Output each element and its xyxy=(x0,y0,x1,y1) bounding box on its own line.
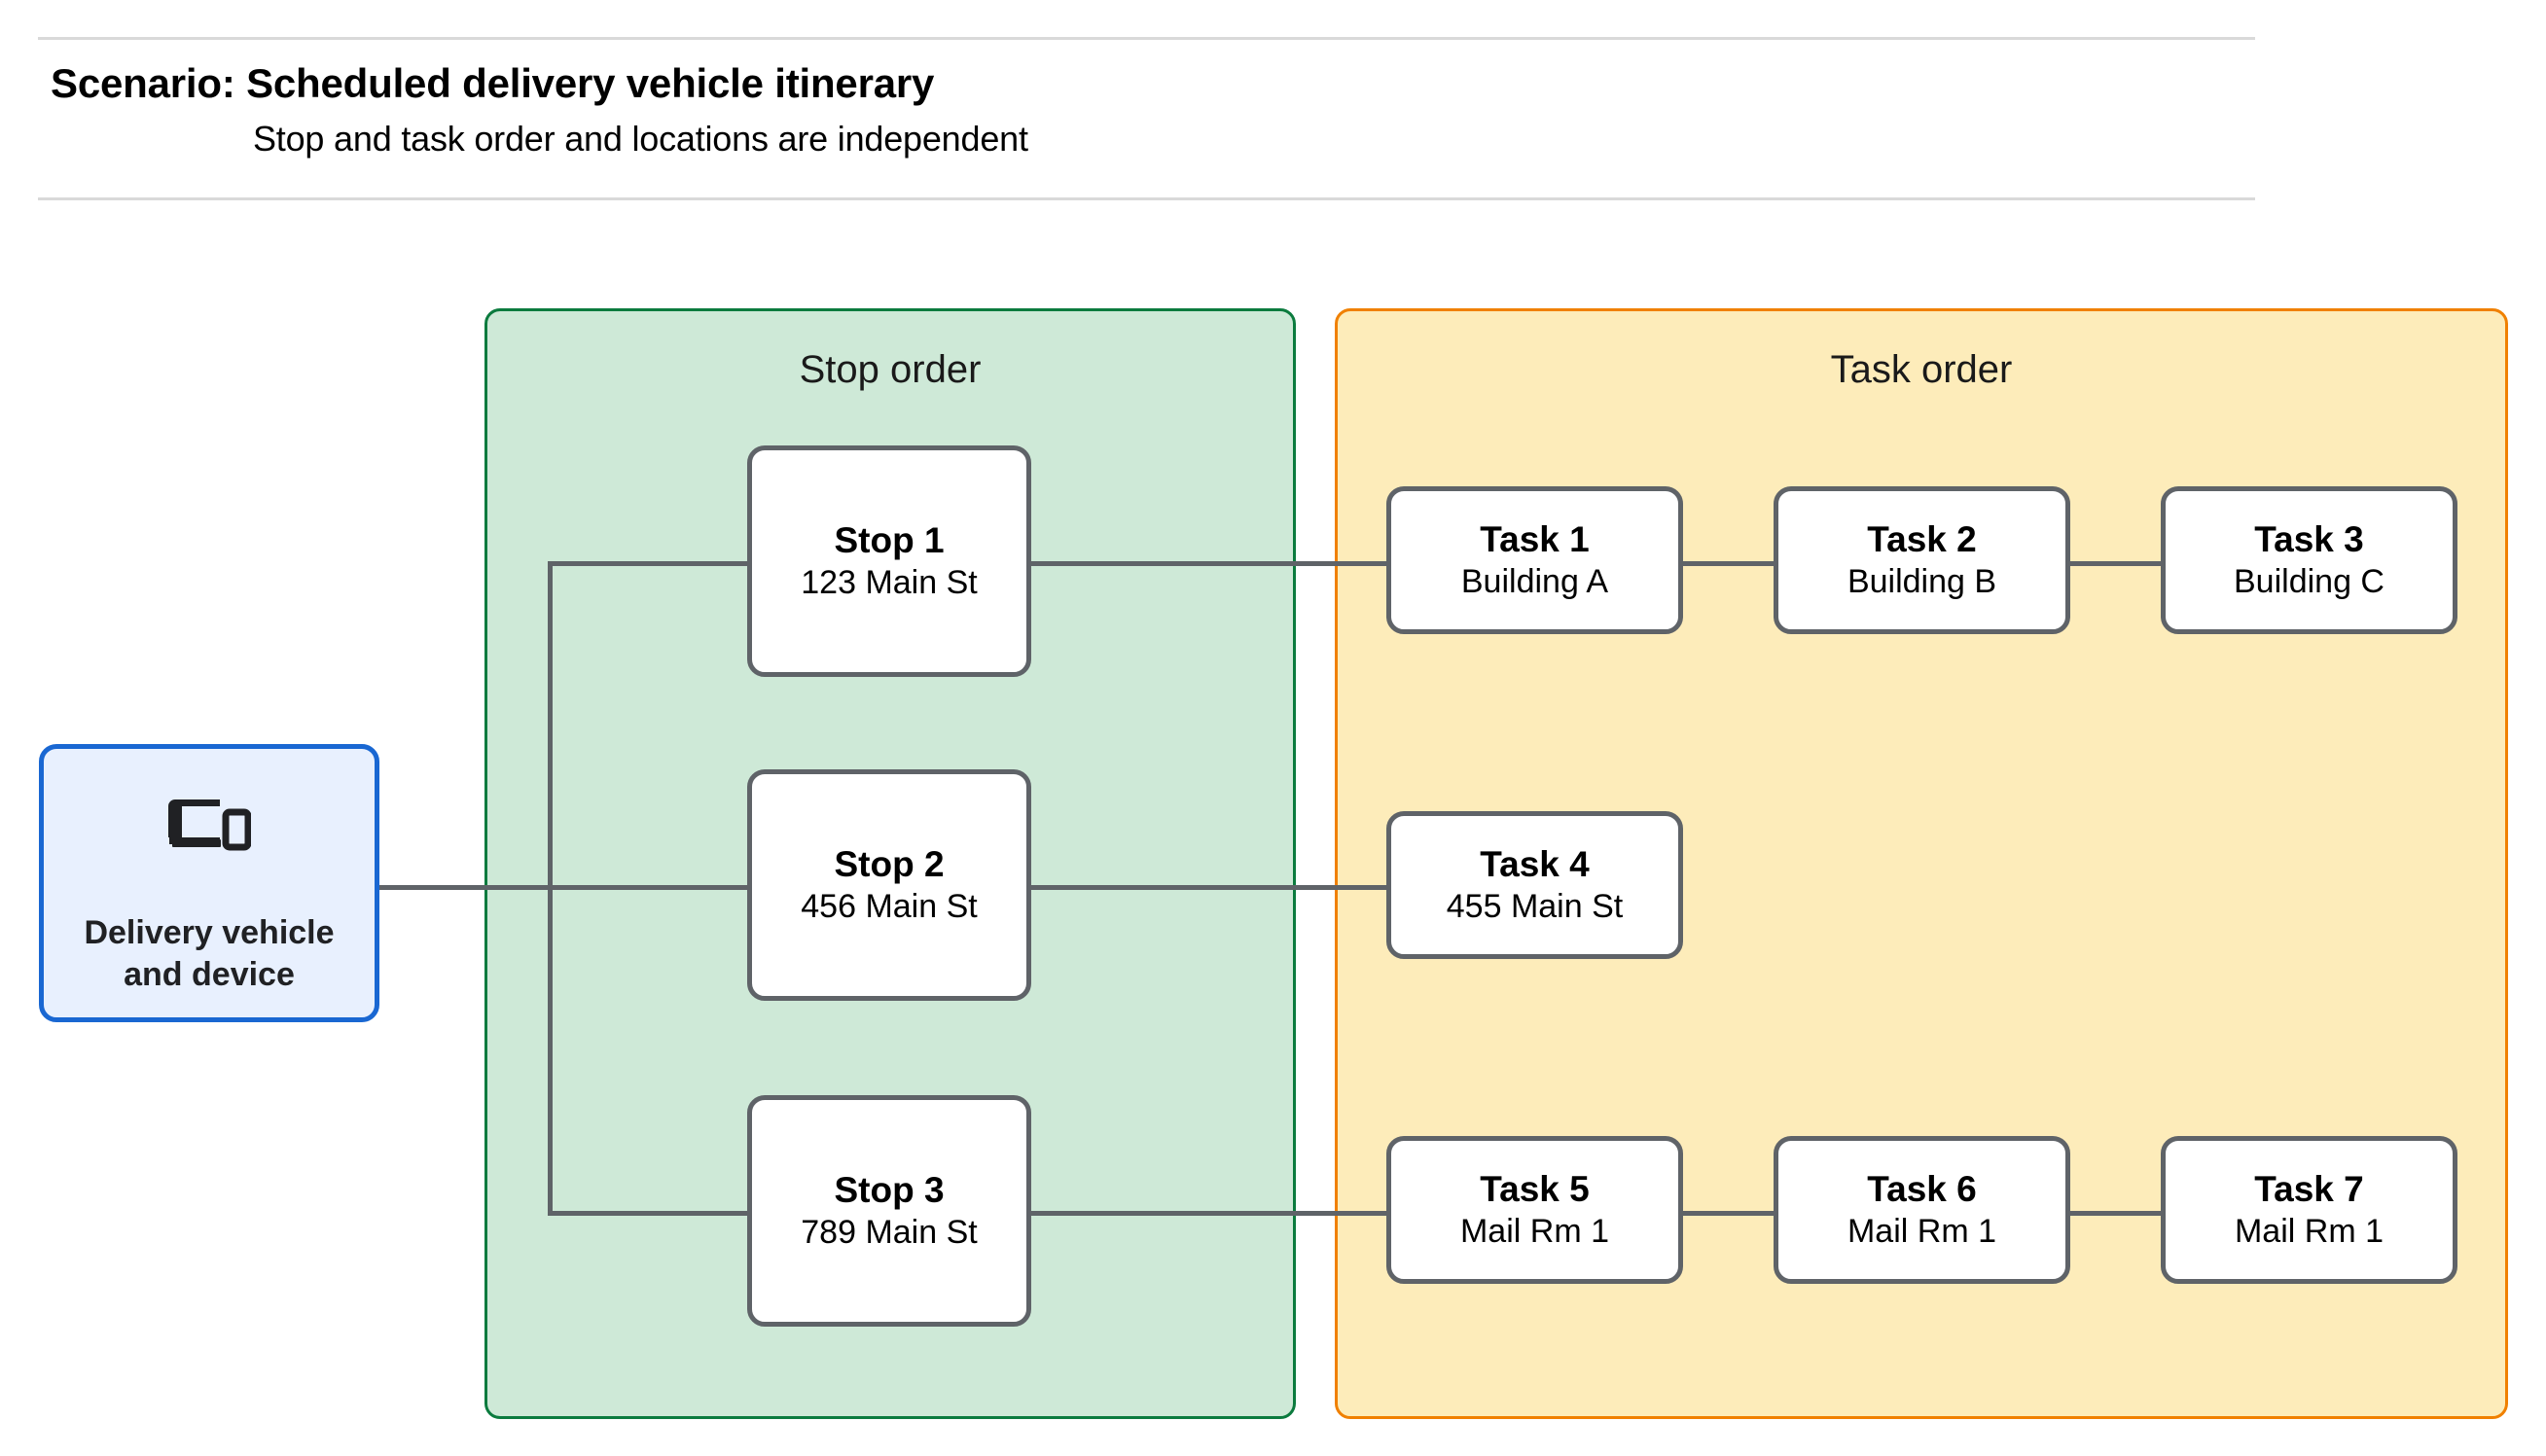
task-node-title: Task 1 xyxy=(1480,518,1590,559)
task-node-3[interactable]: Task 3 Building C xyxy=(2161,486,2457,634)
task-node-title: Task 6 xyxy=(1867,1168,1977,1209)
stop-order-title: Stop order xyxy=(799,348,982,391)
task-node-subtitle: Building C xyxy=(2234,563,2385,601)
task-node-title: Task 2 xyxy=(1867,518,1977,559)
stop-node-subtitle: 123 Main St xyxy=(801,564,978,602)
connector-task-5-to-task-6 xyxy=(1683,1211,1788,1216)
task-node-5[interactable]: Task 5 Mail Rm 1 xyxy=(1386,1136,1683,1284)
stop-node-subtitle: 456 Main St xyxy=(801,888,978,926)
connector-trunk-to-stop-2 xyxy=(548,885,750,890)
stop-node-2[interactable]: Stop 2 456 Main St xyxy=(747,769,1031,1001)
delivery-vehicle-node[interactable]: Delivery vehicle and device xyxy=(39,744,379,1022)
task-node-7[interactable]: Task 7 Mail Rm 1 xyxy=(2161,1136,2457,1284)
task-node-title: Task 7 xyxy=(2254,1168,2364,1209)
task-node-2[interactable]: Task 2 Building B xyxy=(1774,486,2070,634)
stop-node-title: Stop 3 xyxy=(834,1169,945,1210)
task-node-title: Task 4 xyxy=(1480,843,1590,884)
connector-trunk-to-stop-3 xyxy=(548,1211,750,1216)
task-node-subtitle: Mail Rm 1 xyxy=(2234,1213,2385,1251)
stop-node-title: Stop 2 xyxy=(834,843,945,884)
page-title: Scenario: Scheduled delivery vehicle iti… xyxy=(51,60,935,106)
connector-trunk-to-stop-1 xyxy=(548,561,750,566)
connector-task-2-to-task-3 xyxy=(2070,561,2175,566)
task-node-1[interactable]: Task 1 Building A xyxy=(1386,486,1683,634)
task-node-4[interactable]: Task 4 455 Main St xyxy=(1386,811,1683,959)
stop-node-subtitle: 789 Main St xyxy=(801,1214,978,1252)
task-node-title: Task 5 xyxy=(1480,1168,1590,1209)
task-node-6[interactable]: Task 6 Mail Rm 1 xyxy=(1774,1136,2070,1284)
task-node-subtitle: Building B xyxy=(1847,563,1997,601)
connector-vehicle-to-trunk xyxy=(379,885,553,890)
stop-node-3[interactable]: Stop 3 789 Main St xyxy=(747,1095,1031,1327)
connector-task-6-to-task-7 xyxy=(2070,1211,2175,1216)
connector-stop-2-to-task-4 xyxy=(1027,885,1388,890)
header-divider-bottom xyxy=(38,197,2255,200)
task-node-title: Task 3 xyxy=(2254,518,2364,559)
task-node-subtitle: 455 Main St xyxy=(1446,888,1624,926)
connector-stop-1-to-task-1 xyxy=(1027,561,1388,566)
connector-stop-3-to-task-5 xyxy=(1027,1211,1388,1216)
task-node-subtitle: Mail Rm 1 xyxy=(1847,1213,1997,1251)
task-node-subtitle: Building A xyxy=(1460,563,1609,601)
task-order-title: Task order xyxy=(1830,348,2013,391)
header-divider-top xyxy=(38,37,2255,40)
delivery-vehicle-label: Delivery vehicle and device xyxy=(84,914,335,993)
page-subtitle: Stop and task order and locations are in… xyxy=(253,119,1028,159)
connector-task-1-to-task-2 xyxy=(1683,561,1788,566)
task-node-subtitle: Mail Rm 1 xyxy=(1459,1213,1610,1251)
stop-node-title: Stop 1 xyxy=(834,519,945,560)
devices-icon xyxy=(167,796,252,856)
stop-node-1[interactable]: Stop 1 123 Main St xyxy=(747,445,1031,677)
